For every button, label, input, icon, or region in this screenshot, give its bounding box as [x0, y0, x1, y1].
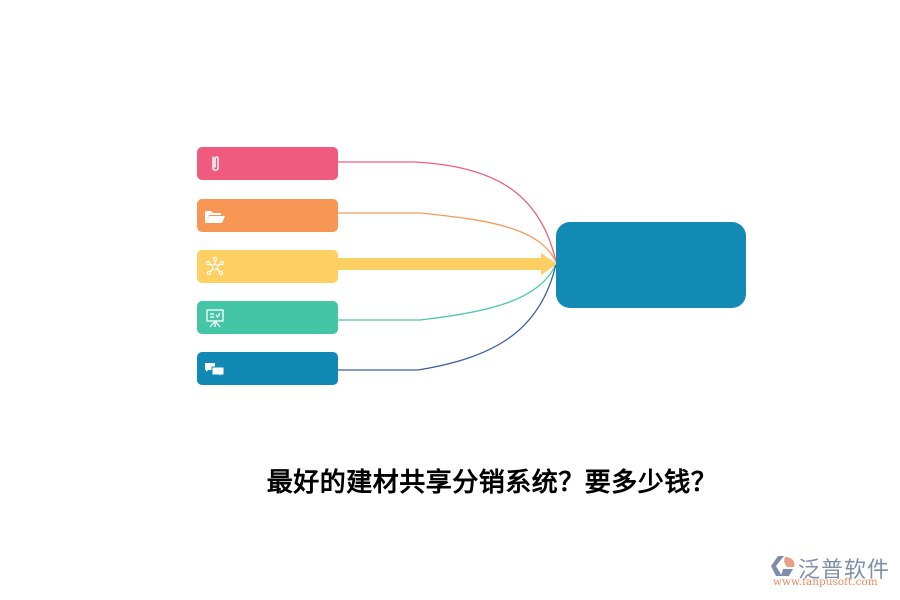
paperclip-icon [212, 156, 219, 171]
brand-logo: 泛普软件 www.fanpusoft.com [768, 552, 898, 588]
node-1[interactable] [197, 147, 338, 180]
center-node[interactable] [556, 222, 746, 308]
logo-name: 泛普软件 [798, 558, 891, 583]
node-5[interactable] [197, 352, 338, 385]
connector-2 [338, 212, 557, 263]
chat-bubbles-icon [205, 363, 225, 379]
node-3[interactable] [197, 250, 338, 283]
network-icon [205, 256, 225, 276]
fanpu-logo-icon [771, 556, 795, 576]
logo-url: www.fanpusoft.com [773, 576, 878, 588]
node-2[interactable] [197, 199, 338, 232]
presentation-board-icon [206, 309, 224, 328]
connector-3-arrow [338, 253, 557, 275]
page-title: 最好的建材共享分销系统？要多少钱？ [266, 468, 718, 498]
connector-5 [338, 263, 557, 371]
node-4[interactable] [197, 301, 338, 334]
connector-1 [338, 161, 557, 263]
folder-open-icon [205, 211, 225, 223]
connector-4 [338, 263, 557, 321]
